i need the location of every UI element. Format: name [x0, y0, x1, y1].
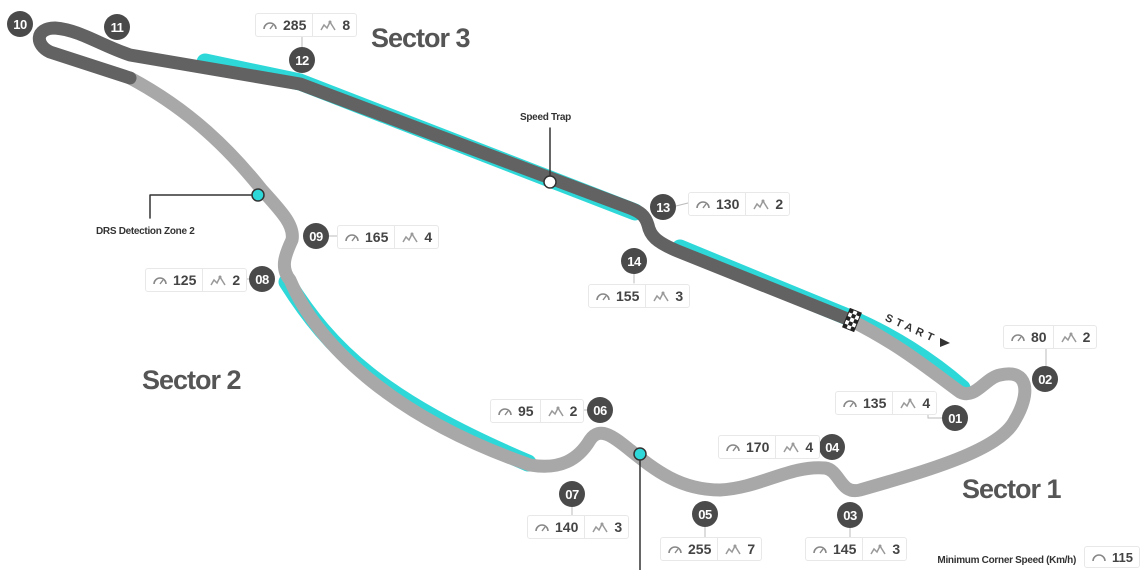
speed-trap-marker	[543, 175, 557, 189]
corner-01-badge: 01	[942, 405, 968, 431]
corner-03-badge: 03	[837, 502, 863, 528]
corner-gear: 2	[232, 272, 241, 288]
drs-detection-label: DRS Detection Zone 2	[96, 226, 195, 237]
sector-3-label: Sector 3	[371, 23, 471, 53]
corner-gear: 3	[614, 519, 623, 535]
start-arrow-icon	[940, 338, 950, 347]
corner-gear: 2	[775, 196, 784, 212]
legend-value: 115	[1112, 549, 1133, 565]
gear-icon	[783, 442, 799, 453]
speedometer-icon	[153, 277, 167, 285]
drs-detection-marker	[251, 188, 265, 202]
corner-speed: 125	[173, 272, 197, 288]
legend-box: 115	[1084, 546, 1140, 568]
corner-gear: 4	[805, 439, 814, 455]
speedometer-icon	[1011, 334, 1025, 342]
gear-icon	[1060, 332, 1077, 343]
gear-icon	[753, 199, 769, 210]
corner-06-badge: 06	[587, 397, 613, 423]
speedometer-icon	[345, 234, 359, 242]
corner-gear: 3	[675, 288, 684, 304]
corner-gear: 2	[569, 403, 578, 419]
speedometer-icon	[1092, 554, 1106, 562]
corner-speed: 95	[518, 403, 534, 419]
corner-12-badge: 12	[289, 47, 315, 73]
corner-13-badge: 13	[650, 194, 676, 220]
corner-speed: 165	[365, 229, 389, 245]
gear-icon	[725, 544, 741, 555]
corner-08-badge: 08	[249, 266, 275, 292]
corner-02-info: 80 2	[1003, 325, 1098, 349]
track-dark	[32, 21, 857, 327]
speedometer-icon	[263, 22, 277, 30]
corner-08-info: 125 2	[145, 268, 248, 292]
corner-gear: 7	[747, 541, 756, 557]
gear-icon	[547, 406, 564, 417]
gear-icon	[210, 275, 226, 286]
drs-detection-marker-1	[633, 447, 647, 461]
track-light	[123, 71, 1032, 498]
corner-speed: 155	[616, 288, 640, 304]
speed-trap-label: Speed Trap	[520, 112, 571, 123]
corner-05-badge: 05	[692, 501, 718, 527]
corner-speed: 170	[746, 439, 770, 455]
gear-icon	[870, 544, 886, 555]
corner-09-badge: 09	[303, 223, 329, 249]
corner-gear: 8	[342, 17, 351, 33]
corner-07-badge: 07	[559, 481, 585, 507]
corner-speed: 145	[833, 541, 857, 557]
corner-gear: 3	[892, 541, 901, 557]
corner-10-badge: 10	[7, 11, 33, 37]
corner-speed: 80	[1031, 329, 1047, 345]
corner-13-info: 130 2	[688, 192, 791, 216]
speedometer-icon	[596, 293, 610, 301]
gear-icon	[900, 398, 916, 409]
corner-07-info: 140 3	[527, 515, 630, 539]
corner-speed: 130	[716, 196, 740, 212]
gear-icon	[592, 522, 608, 533]
speedometer-icon	[668, 546, 682, 554]
drs-zone-3	[278, 273, 537, 472]
corner-11-badge: 11	[104, 14, 130, 40]
corner-06-info: 95 2	[490, 399, 585, 423]
corner-speed: 255	[688, 541, 712, 557]
speedometer-icon	[813, 546, 827, 554]
speedometer-icon	[535, 524, 549, 532]
corner-gear: 4	[922, 395, 931, 411]
corner-gear: 4	[424, 229, 433, 245]
corner-05-info: 255 7	[660, 537, 763, 561]
speedometer-icon	[726, 444, 740, 452]
speedometer-icon	[696, 201, 710, 209]
speedometer-icon	[843, 400, 857, 408]
corner-speed: 285	[283, 17, 307, 33]
legend-label: Minimum Corner Speed (Km/h)	[937, 555, 1076, 566]
corner-speed: 140	[555, 519, 579, 535]
corner-03-info: 145 3	[805, 537, 908, 561]
corner-12-info: 285 8	[255, 13, 358, 37]
corner-04-badge: 04	[819, 434, 845, 460]
gear-icon	[653, 291, 669, 302]
corner-02-badge: 02	[1032, 366, 1058, 392]
sector-2-label: Sector 2	[142, 365, 242, 395]
corner-gear: 2	[1082, 329, 1091, 345]
corner-speed: 135	[863, 395, 887, 411]
speedometer-icon	[498, 408, 512, 416]
corner-01-info: 135 4	[835, 391, 938, 415]
checkered-flag-icon	[842, 307, 862, 333]
sector-1-label: Sector 1	[962, 474, 1062, 504]
corner-14-badge: 14	[621, 248, 647, 274]
gear-icon	[402, 232, 418, 243]
gear-icon	[320, 20, 336, 31]
